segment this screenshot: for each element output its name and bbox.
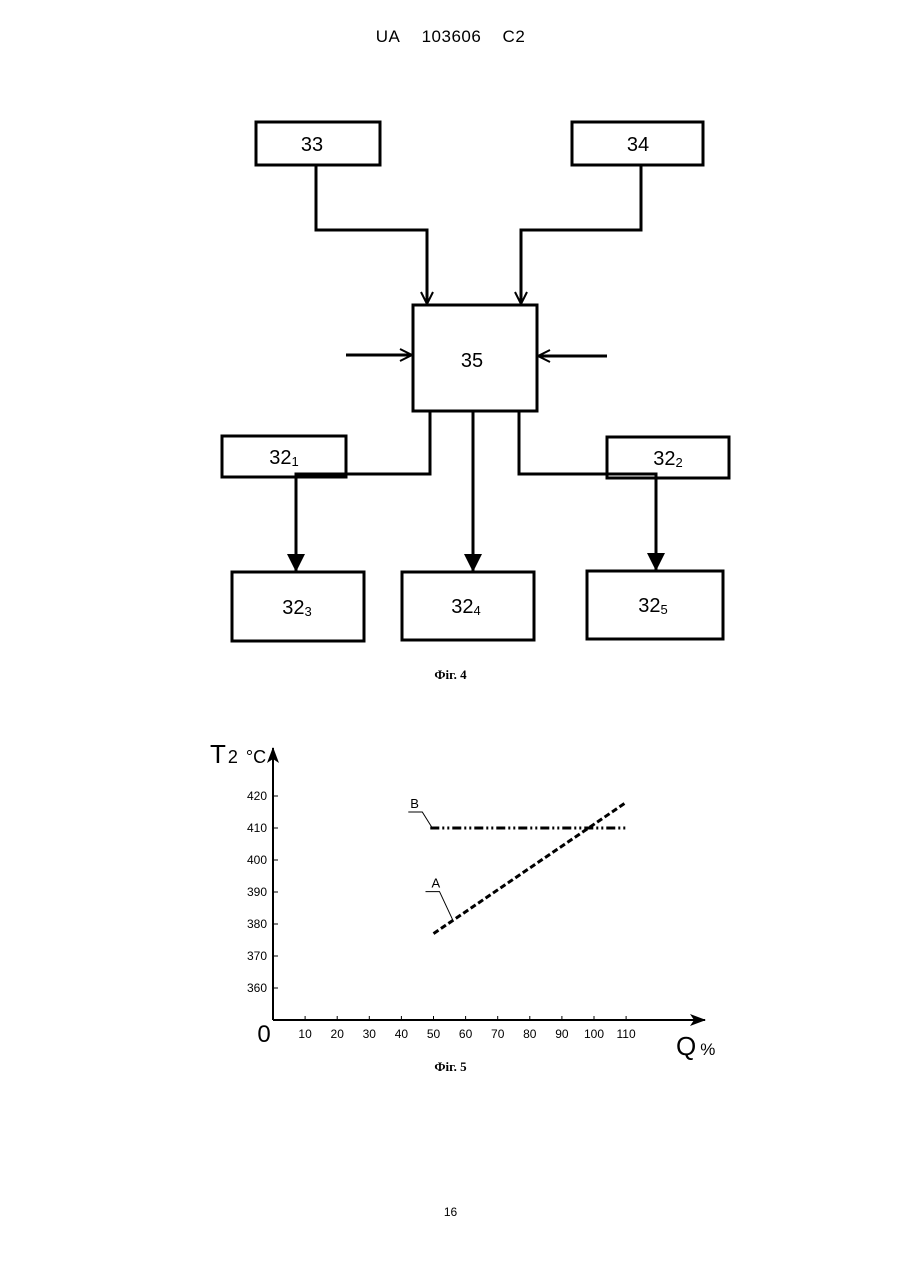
block-32-5-subscript: 5 bbox=[661, 602, 668, 617]
x-tick-label-90: 90 bbox=[555, 1027, 569, 1041]
x-tick-label-60: 60 bbox=[459, 1027, 473, 1041]
block-32-1: 321 bbox=[222, 436, 346, 477]
block-32-3: 323 bbox=[232, 572, 364, 641]
block-32-5-label: 32 bbox=[638, 595, 660, 617]
x-tick-label-100: 100 bbox=[584, 1027, 604, 1041]
y-tick-label-420: 420 bbox=[247, 789, 267, 803]
block-32-4-label: 32 bbox=[451, 596, 473, 618]
block-33-label: 33 bbox=[301, 134, 323, 156]
header-kind: C2 bbox=[503, 27, 526, 47]
page-number: 16 bbox=[0, 1205, 901, 1219]
x-tick-label-20: 20 bbox=[331, 1027, 345, 1041]
series-A-line bbox=[434, 802, 627, 933]
series-A-leader bbox=[426, 892, 454, 922]
block-34: 34 bbox=[572, 122, 703, 165]
block-32-3-label: 32 bbox=[282, 597, 304, 619]
y-axis-label: T2°C bbox=[210, 739, 266, 769]
block-32-2-subscript: 2 bbox=[676, 455, 683, 470]
y-tick-label-390: 390 bbox=[247, 885, 267, 899]
series-B-leader bbox=[408, 812, 432, 828]
y-tick-label-410: 410 bbox=[247, 821, 267, 835]
x-tick-label-50: 50 bbox=[427, 1027, 441, 1041]
block-32-3-subscript: 3 bbox=[305, 604, 312, 619]
figure-5-caption: Фіг. 5 bbox=[0, 1059, 901, 1075]
x-tick-label-80: 80 bbox=[523, 1027, 537, 1041]
x-tick-label-70: 70 bbox=[491, 1027, 505, 1041]
arrow-35-to-32-5 bbox=[519, 411, 656, 570]
y-tick-label-360: 360 bbox=[247, 981, 267, 995]
block-32-4: 324 bbox=[402, 572, 534, 640]
figure-4-block-diagram: 33 34 35 321 322 323 324 bbox=[0, 100, 901, 660]
block-32-5: 325 bbox=[587, 571, 723, 639]
series-B-label: B bbox=[410, 796, 419, 811]
figure-5-chart: 10 20 30 40 50 60 70 80 90 100 110 360 370 380 390 400 4… bbox=[0, 730, 901, 1060]
block-32-1-subscript: 1 bbox=[292, 454, 299, 469]
block-33: 33 bbox=[256, 122, 380, 165]
block-32-1-label: 32 bbox=[269, 447, 291, 469]
header-country: UA bbox=[376, 27, 401, 47]
arrow-34-to-35 bbox=[521, 165, 641, 304]
origin-label: 0 bbox=[257, 1021, 270, 1048]
header-number: 103606 bbox=[422, 27, 482, 47]
y-tick-label-380: 380 bbox=[247, 917, 267, 931]
block-32-2-label: 32 bbox=[653, 448, 675, 470]
x-tick-label-30: 30 bbox=[363, 1027, 377, 1041]
block-32-4-subscript: 4 bbox=[474, 603, 481, 618]
block-32-2: 322 bbox=[607, 437, 729, 478]
x-tick-label-110: 110 bbox=[617, 1027, 636, 1041]
y-tick-label-370: 370 bbox=[247, 949, 267, 963]
arrow-33-to-35 bbox=[316, 165, 427, 304]
y-tick-label-400: 400 bbox=[247, 853, 267, 867]
x-axis-label: Q% bbox=[676, 1031, 715, 1060]
x-tick-label-40: 40 bbox=[395, 1027, 409, 1041]
series-A-label: A bbox=[432, 876, 441, 891]
x-tick-label-10: 10 bbox=[298, 1027, 312, 1041]
block-35: 35 bbox=[413, 305, 537, 411]
patent-header: UA 103606 C2 bbox=[0, 27, 901, 47]
block-35-label: 35 bbox=[461, 350, 483, 372]
block-34-label: 34 bbox=[627, 134, 649, 156]
figure-4-caption: Фіг. 4 bbox=[0, 667, 901, 683]
